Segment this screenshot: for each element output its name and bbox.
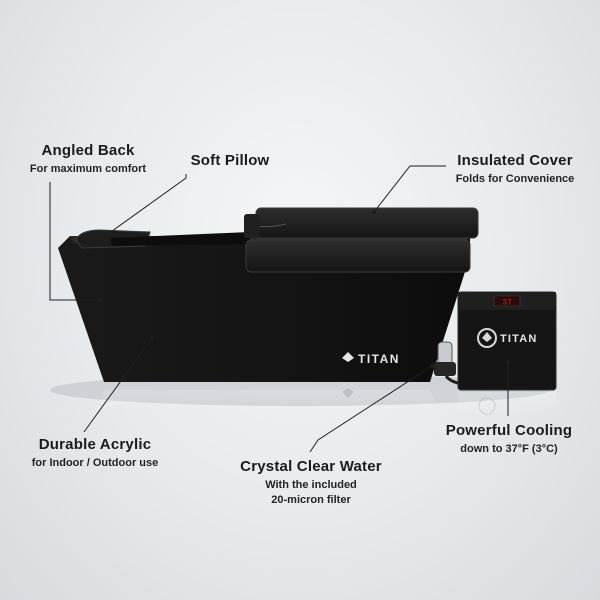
callout-crystal-clear-water: Crystal Clear Water With the included 20… <box>226 458 396 507</box>
callout-durable-acrylic: Durable Acrylic for Indoor / Outdoor use <box>20 436 170 470</box>
callout-subtitle: for Indoor / Outdoor use <box>31 457 159 470</box>
callout-soft-pillow: Soft Pillow <box>180 152 280 169</box>
callout-powerful-cooling: Powerful Cooling down to 37°F (3°C) <box>434 422 584 456</box>
callout-subtitle-line2: 20-micron filter <box>271 493 351 506</box>
water-surface <box>110 232 250 246</box>
water-chiller: 37 TITAN <box>457 291 557 391</box>
leader-angled-back <box>49 182 100 301</box>
titan-helmet-icon <box>342 352 354 362</box>
callout-title: Crystal Clear Water <box>240 458 382 475</box>
cover-top-panel <box>255 207 479 239</box>
leader-crystal-clear-water <box>309 365 433 453</box>
leader-durable-acrylic <box>83 337 153 433</box>
chiller-helmet-glyph <box>482 332 492 342</box>
callout-subtitle: For maximum comfort <box>29 163 147 176</box>
chiller-helmet-icon <box>477 328 497 348</box>
cover-lower-panel <box>245 239 471 273</box>
pump-base <box>434 362 456 376</box>
callout-title: Insulated Cover <box>457 152 573 169</box>
callout-subtitle: Folds for Convenience <box>455 173 575 186</box>
callout-subtitle-line1: With the included <box>265 479 357 492</box>
floor-reflection <box>96 388 556 418</box>
callout-subtitle: down to 37°F (3°C) <box>460 443 558 456</box>
tub-logo-text: TITAN <box>358 352 400 366</box>
callout-title: Angled Back <box>41 142 135 159</box>
callout-angled-back: Angled Back For maximum comfort <box>18 142 158 176</box>
insulated-cover <box>244 207 479 273</box>
callout-title: Powerful Cooling <box>445 422 573 439</box>
callout-title: Soft Pillow <box>190 152 270 169</box>
chiller-display <box>493 295 521 307</box>
callout-insulated-cover: Insulated Cover Folds for Convenience <box>440 152 590 186</box>
chiller-logo-text: TITAN <box>500 333 538 345</box>
leader-soft-pillow <box>107 174 187 235</box>
tub-logo: TITAN <box>342 352 400 366</box>
soft-pillow-roll <box>244 214 260 238</box>
chiller-display-readout: 37 <box>502 299 512 308</box>
callout-title: Durable Acrylic <box>38 436 152 453</box>
leader-insulated-cover <box>373 165 446 213</box>
callout-lines <box>49 165 510 453</box>
